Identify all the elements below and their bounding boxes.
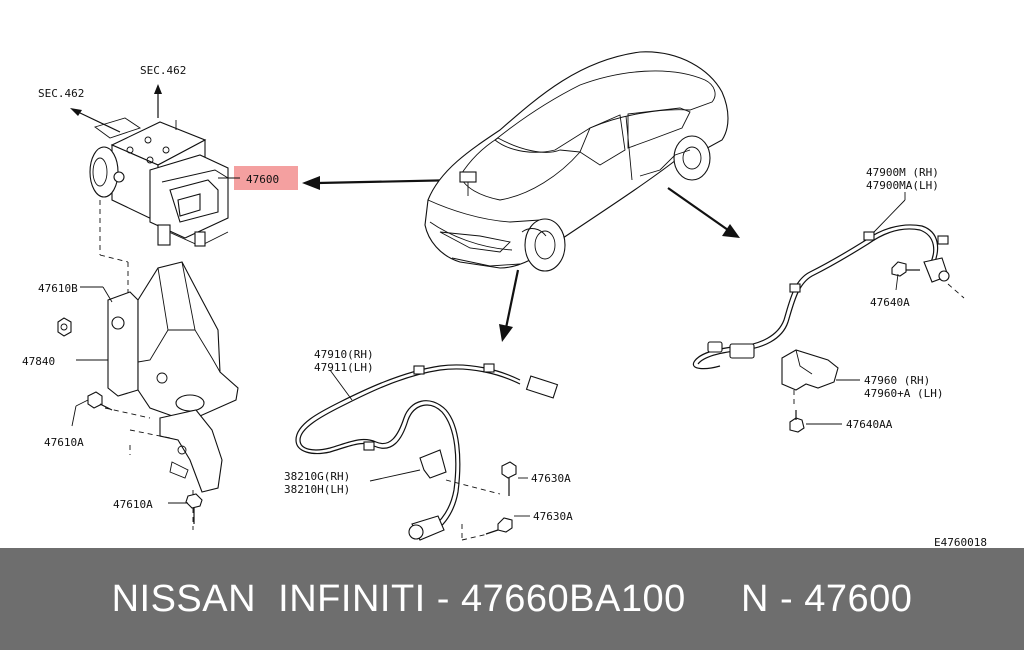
bracket-47840: [99, 200, 239, 530]
banner-text: NISSAN INFINITI - 47660BA100 N - 47600: [111, 577, 913, 620]
label-47630a-upper: 47630A: [531, 472, 571, 485]
rear-sensor-harness: [692, 224, 965, 370]
label-47960: 47960 (RH): [864, 374, 930, 387]
bolt-47610a-lower: [185, 493, 203, 524]
abs-actuator: [70, 84, 229, 247]
label-38210h: 38210H(LH): [284, 483, 350, 496]
label-47960a: 47960+A (LH): [864, 387, 943, 400]
label-47640aa: 47640AA: [846, 418, 893, 431]
front-sensor-harness: [295, 363, 559, 541]
label-47600: 47600: [246, 173, 279, 186]
bolt-47640a: [891, 261, 920, 277]
label-47610a-upper: 47610A: [44, 436, 84, 449]
label-47900m: 47900M (RH): [866, 166, 939, 179]
bolt-47640aa: [789, 410, 805, 433]
bracket-47960: [781, 349, 839, 408]
nut-47610b: [57, 317, 72, 337]
bolt-47630a-lower: [485, 517, 513, 535]
parts-diagram: SEC.462 SEC.462 47600 4761: [22, 51, 987, 548]
label-47640a: 47640A: [870, 296, 910, 309]
label-47911: 47911(LH): [314, 361, 374, 374]
car-illustration: [424, 51, 729, 272]
highlight-47600: [234, 166, 298, 190]
label-47900ma: 47900MA(LH): [866, 179, 939, 192]
part-number-banner: NISSAN INFINITI - 47660BA100 N - 47600: [0, 548, 1024, 650]
label-47610a-lower: 47610A: [113, 498, 153, 511]
figure-code: E4760018: [934, 536, 987, 548]
label-sec-462-left: SEC.462: [38, 87, 84, 100]
label-38210g: 38210G(RH): [284, 470, 350, 483]
bolt-47630a-upper: [501, 461, 517, 496]
bolt-47610a-upper: [87, 391, 113, 411]
label-47630a-lower: 47630A: [533, 510, 573, 523]
label-47840: 47840: [22, 355, 55, 368]
label-47910: 47910(RH): [314, 348, 374, 361]
label-47610b: 47610B: [38, 282, 78, 295]
label-sec-462-top: SEC.462: [140, 64, 186, 77]
